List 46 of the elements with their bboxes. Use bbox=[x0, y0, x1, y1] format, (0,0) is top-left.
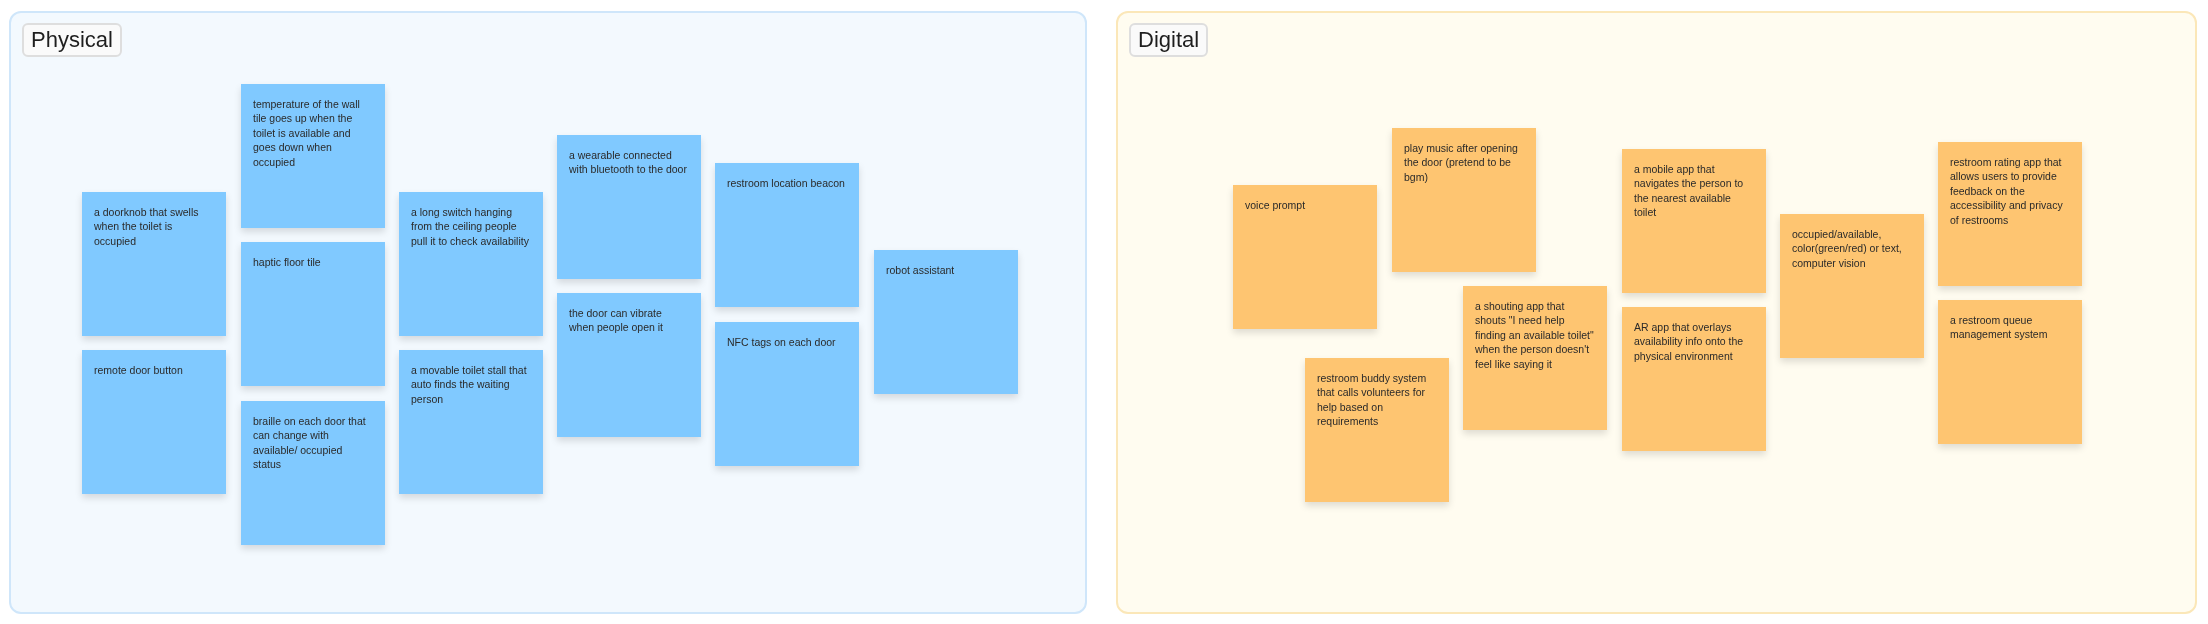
panel-title-tag: Digital bbox=[1129, 23, 1209, 57]
note-text: a shouting app that shouts "I need help finding an available toilet" when the person doesn't feel like saying it bbox=[1475, 299, 1595, 372]
note-text: a movable toilet stall that auto finds the waiting person bbox=[411, 363, 528, 407]
note-text: a wearable connected with bluetooth to the door bbox=[569, 148, 688, 177]
sticky-note bbox=[874, 250, 1018, 394]
sticky-note bbox=[1622, 149, 1766, 293]
sticky-note bbox=[715, 163, 859, 307]
note-text: AR app that overlays availability info onto the physical environment bbox=[1634, 320, 1745, 364]
note-text: a restroom queue management system bbox=[1950, 313, 2049, 342]
note-text: restroom location beacon bbox=[727, 176, 846, 191]
group-panel bbox=[9, 11, 1087, 614]
note-text: the door can vibrate when people open it bbox=[569, 306, 664, 335]
sticky-note bbox=[241, 84, 385, 228]
sticky-note bbox=[557, 135, 701, 279]
note-text: a doorknob that swells when the toilet is occupied bbox=[94, 205, 200, 249]
sticky-note bbox=[82, 192, 226, 336]
sticky-note bbox=[557, 293, 701, 437]
note-text: restroom buddy system that calls volunteers for help based on requirements bbox=[1317, 371, 1428, 429]
note-text: haptic floor tile bbox=[253, 255, 322, 270]
sticky-note bbox=[1392, 128, 1536, 272]
note-text: a mobile app that navigates the person to the nearest available toilet bbox=[1634, 162, 1745, 220]
sticky-note bbox=[1233, 185, 1377, 329]
sticky-note bbox=[1463, 286, 1607, 430]
sticky-note bbox=[715, 322, 859, 466]
sticky-note bbox=[1622, 307, 1766, 451]
sticky-note bbox=[241, 242, 385, 386]
panel-title-tag: Physical bbox=[22, 23, 122, 57]
sticky-note bbox=[399, 192, 543, 336]
note-text: restroom rating app that allows users to provide feedback on the accessibility and privacy of restrooms bbox=[1950, 155, 2064, 228]
sticky-note bbox=[82, 350, 226, 494]
sticky-note bbox=[1938, 300, 2082, 444]
note-text: voice prompt bbox=[1245, 198, 1307, 213]
sticky-note bbox=[399, 350, 543, 494]
note-text: braille on each door that can change with available/ occupied status bbox=[253, 414, 367, 472]
sticky-note bbox=[241, 401, 385, 545]
note-text: play music after opening the door (pretend to be bgm) bbox=[1404, 141, 1519, 185]
sticky-note bbox=[1305, 358, 1449, 502]
note-text: a long switch hanging from the ceiling people pull it to check availability bbox=[411, 205, 530, 249]
sticky-note bbox=[1938, 142, 2082, 286]
note-text: temperature of the wall tile goes up when the toilet is available and goes down when occupied bbox=[253, 97, 361, 170]
note-text: NFC tags on each door bbox=[727, 335, 837, 350]
note-text: robot assistant bbox=[886, 263, 956, 278]
note-text: remote door button bbox=[94, 363, 184, 378]
sticky-note bbox=[1780, 214, 1924, 358]
note-text: occupied/available, color(green/red) or text, computer vision bbox=[1792, 227, 1903, 271]
group-panel bbox=[1116, 11, 2197, 614]
